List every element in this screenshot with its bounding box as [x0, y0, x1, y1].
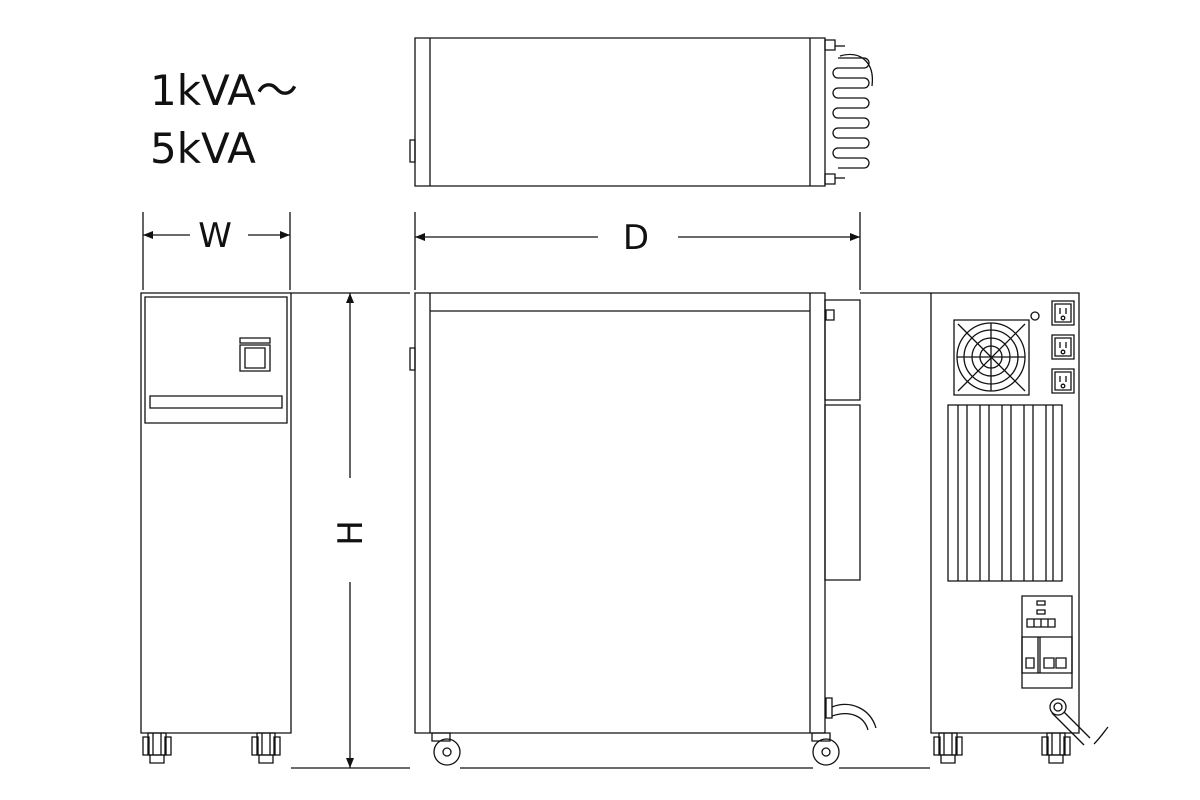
caster-icon — [1041, 732, 1071, 764]
caster-icon — [251, 732, 281, 764]
breaker-icon — [1022, 596, 1072, 688]
fan-icon — [954, 320, 1029, 395]
vent-grille — [948, 405, 1062, 581]
display-panel — [150, 396, 282, 408]
side-view — [410, 293, 930, 768]
rear-view — [860, 293, 1108, 764]
caster-icon — [813, 739, 839, 765]
model-range-line1: 1kVA～ — [150, 66, 298, 115]
height-label: H — [331, 520, 371, 546]
front-view — [141, 293, 291, 764]
outlet-icon — [1051, 300, 1075, 326]
width-dimension: W — [143, 212, 290, 290]
outlet-icon — [1051, 368, 1075, 394]
power-cord-icon — [1050, 699, 1108, 745]
depth-label: D — [623, 218, 649, 258]
power-switch-icon — [240, 345, 270, 371]
outlet-icon — [1051, 334, 1075, 360]
top-view — [410, 38, 872, 186]
top-view-cable-coil — [833, 54, 872, 168]
width-label: W — [198, 216, 232, 256]
caster-icon — [142, 732, 172, 764]
depth-dimension: D — [415, 212, 860, 290]
power-cord-icon — [832, 705, 876, 728]
caster-icon — [933, 732, 963, 764]
model-range-line2: 5kVA — [150, 124, 256, 173]
height-dimension: H — [291, 293, 410, 768]
caster-icon — [434, 739, 460, 765]
